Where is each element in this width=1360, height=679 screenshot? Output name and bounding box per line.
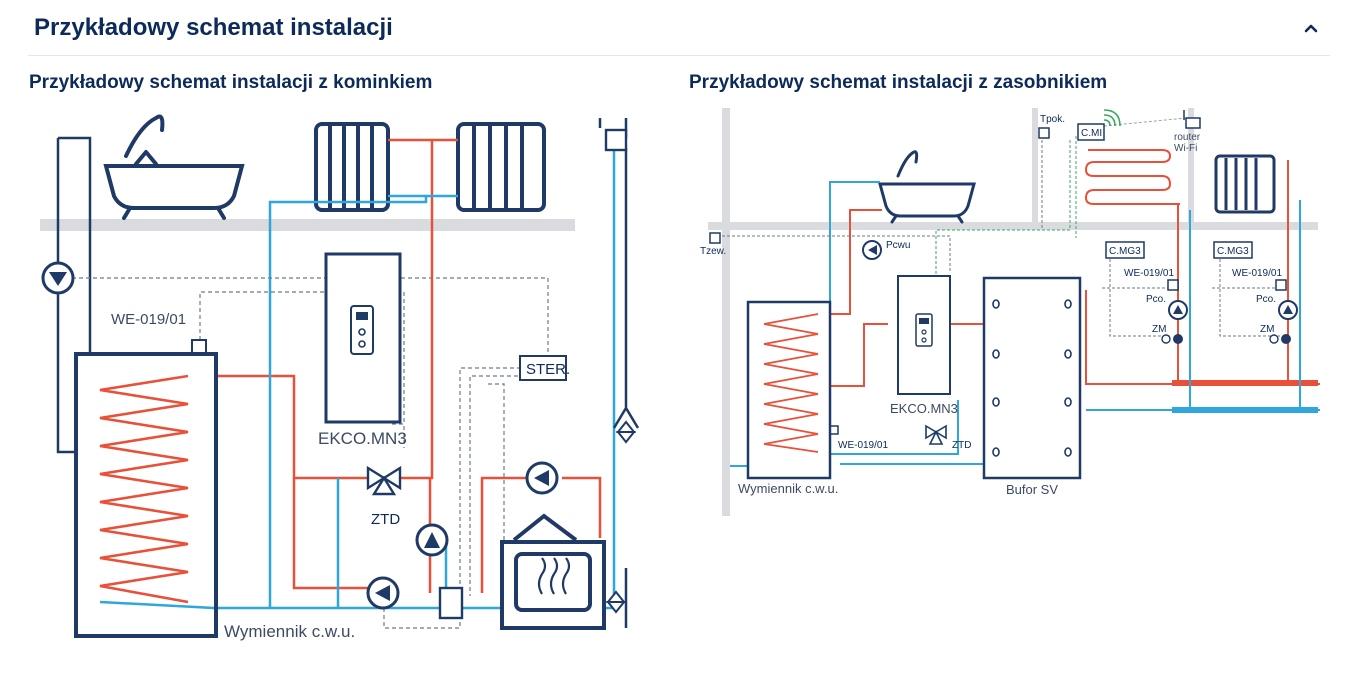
outdoor-temp-label: Tzew. (700, 246, 726, 257)
valve-zm-label-b: ZM (1260, 324, 1274, 335)
right-diagram-title: Przykładowy schemat instalacji z zasobni… (689, 72, 1108, 93)
left-diagram-title: Przykładowy schemat instalacji z kominki… (29, 72, 433, 93)
pump-icon (366, 576, 400, 610)
pump-icon (415, 523, 449, 557)
section-title: Przykładowy schemat instalacji (34, 13, 393, 41)
sensor-label: WE-019/01 (111, 311, 186, 328)
chevron-up-icon[interactable] (1296, 13, 1326, 43)
three-way-valve-icon (925, 424, 947, 445)
section-header[interactable]: Przykładowy schemat instalacji (28, 0, 1330, 56)
supply-manifold (1172, 380, 1318, 386)
plate-exchanger-icon (438, 586, 464, 620)
exchanger-label: Wymiennik c.w.u. (224, 622, 355, 641)
mixing-valve-icon (1161, 334, 1291, 344)
module-mg3-label-a: C.MG3 (1109, 246, 1141, 257)
pump-icon (41, 261, 75, 295)
controller-unit (897, 275, 951, 395)
three-way-valve-icon (366, 465, 402, 496)
dhw-tank (74, 352, 218, 638)
return-manifold (1172, 407, 1318, 413)
circulation-pipes (56, 118, 640, 628)
valve-label: ZTD (371, 511, 400, 528)
module-mi-label: C.MI (1081, 128, 1102, 139)
fireplace-icon (500, 513, 606, 630)
pump-dhw-label: Pcwu (886, 240, 910, 251)
valve-label: ZTD (952, 440, 971, 451)
control-wires (722, 130, 1280, 337)
radiator-icon (314, 122, 390, 212)
sensor-label-b: WE-019/01 (1232, 268, 1282, 279)
expansion-vessel-icon (604, 128, 628, 152)
pump-icon (525, 461, 559, 495)
pump-co-label-a: Pco. (1146, 294, 1166, 305)
controller-label: EKCO.MN3 (318, 429, 407, 448)
buffer-label: Bufor SV (1006, 482, 1058, 497)
thermostat-box (519, 355, 567, 381)
buffer-tank (982, 276, 1082, 480)
room-temp-label: Tpok. (1040, 114, 1065, 125)
pump-icon (1168, 300, 1188, 320)
controller-unit (324, 252, 402, 424)
module-mg3-box (1213, 241, 1253, 259)
building-structure (708, 108, 1318, 516)
valve-zm-label-a: ZM (1152, 324, 1166, 335)
controller-label: EKCO.MN3 (890, 401, 958, 416)
sensor-label-c: WE-019/01 (838, 440, 888, 451)
wireless-links (935, 136, 1077, 274)
radiator-icon (456, 122, 546, 212)
pump-co-label-b: Pco. (1256, 294, 1276, 305)
router-label-1: router (1174, 132, 1201, 143)
router-label-2: Wi-Fi (1174, 143, 1197, 154)
thermostat-label: STER. (526, 361, 570, 378)
fireplace-installation-diagram: WE-019/01 Wymiennik c.w.u. EKCO.MN3 ZTD … (40, 114, 640, 641)
floor-slab (40, 219, 575, 231)
bathtub-icon (103, 114, 245, 220)
buffer-installation-diagram: Tpok. C.MI router Wi-Fi Tzew. Pcwu C.MG3… (700, 108, 1320, 516)
underfloor-heating-icon (1084, 149, 1180, 205)
sensor-label-a: WE-019/01 (1124, 268, 1174, 279)
wifi-icon (1103, 109, 1121, 127)
dhw-tank (746, 300, 832, 480)
radiator-icon (1214, 154, 1276, 214)
router-icon (1185, 117, 1201, 129)
module-mg3-box (1105, 241, 1145, 259)
module-mg3-label-b: C.MG3 (1217, 246, 1249, 257)
temperature-sensor-icon (191, 339, 207, 355)
sensor-icon (709, 127, 1287, 435)
module-mi-box (1077, 123, 1105, 141)
control-wires (58, 277, 549, 629)
bathtub-icon (878, 150, 976, 224)
pump-icon (1278, 300, 1298, 320)
valve-icon (605, 420, 637, 614)
pump-icon (862, 240, 882, 260)
wifi-link (1103, 117, 1187, 127)
exchanger-label: Wymiennik c.w.u. (738, 481, 838, 496)
